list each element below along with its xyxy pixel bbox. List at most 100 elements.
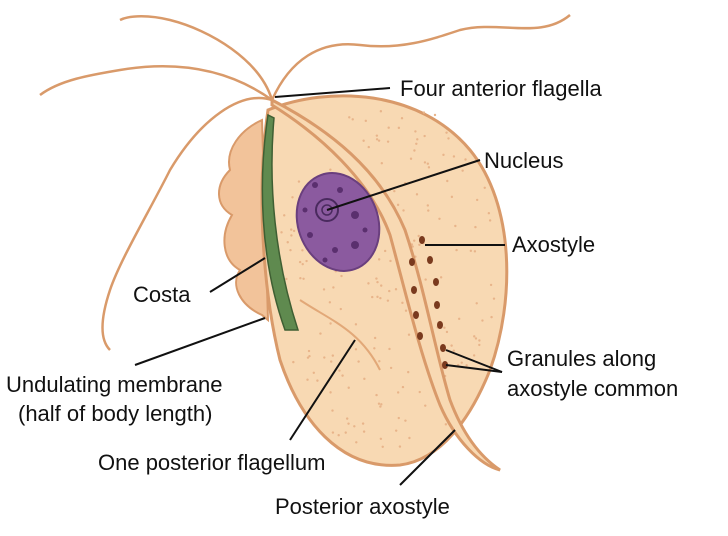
speckle	[373, 336, 377, 340]
speckle	[367, 282, 370, 285]
speckle	[397, 416, 400, 420]
speckle	[375, 277, 378, 280]
speckle	[446, 179, 449, 183]
speckle	[305, 259, 308, 263]
speckle	[354, 323, 358, 326]
speckle	[291, 196, 294, 199]
nucleolus-inner	[321, 204, 333, 216]
speckle	[371, 295, 374, 299]
speckle	[328, 301, 332, 304]
speckle	[386, 299, 390, 302]
speckle	[383, 249, 387, 253]
cell-body	[260, 94, 509, 467]
label-costa: Costa	[133, 282, 191, 307]
speckle	[465, 364, 468, 367]
speckle	[473, 250, 477, 253]
speckle	[322, 288, 326, 291]
speckle	[376, 295, 379, 299]
speckle	[424, 404, 427, 407]
speckle	[461, 169, 464, 172]
speckle	[377, 258, 381, 261]
speckle	[340, 274, 343, 278]
speckle	[387, 126, 390, 129]
speckle	[452, 349, 456, 352]
speckle	[489, 283, 493, 287]
speckle	[445, 330, 449, 334]
label-axostyle: Axostyle	[512, 232, 595, 257]
speckle	[469, 249, 473, 253]
speckle	[413, 239, 416, 242]
speckle	[396, 203, 400, 207]
speckle	[401, 301, 404, 305]
speckle	[378, 360, 381, 363]
speckle	[422, 111, 426, 114]
speckle	[473, 335, 476, 338]
speckle	[423, 161, 427, 164]
speckle	[375, 138, 379, 141]
speckle	[400, 116, 404, 120]
speckle	[301, 262, 304, 266]
speckle	[386, 140, 390, 143]
speckle	[286, 241, 289, 244]
speckle	[474, 225, 477, 229]
label-granules-line2: axostyle common	[507, 376, 678, 401]
speckle	[418, 243, 421, 246]
speckle	[411, 245, 414, 248]
speckle	[344, 431, 347, 434]
speckle	[292, 360, 295, 364]
speckle	[450, 344, 453, 347]
speckle	[330, 360, 333, 363]
speckle	[407, 370, 410, 374]
speckle	[394, 429, 398, 432]
speckle	[331, 354, 335, 357]
speckle	[472, 354, 476, 357]
speckle	[347, 386, 350, 389]
speckle	[464, 158, 467, 161]
speckle	[377, 402, 381, 405]
speckle	[375, 393, 378, 397]
speckle	[475, 198, 479, 202]
label-nucleus: Nucleus	[484, 148, 563, 173]
speckle	[394, 288, 398, 291]
speckle	[415, 193, 419, 196]
speckle	[397, 126, 401, 130]
speckle	[444, 423, 448, 426]
speckle	[289, 248, 292, 252]
speckle	[401, 385, 405, 389]
anterior-flagella	[39, 14, 571, 351]
speckle	[331, 431, 335, 434]
speckle	[423, 134, 426, 138]
speckle	[417, 234, 420, 238]
speckle	[339, 307, 342, 311]
speckle	[290, 234, 293, 237]
speckle	[376, 280, 379, 284]
speckle	[389, 259, 392, 263]
label-posterior-flagellum: One posterior flagellum	[98, 450, 325, 475]
speckle	[283, 214, 286, 217]
speckle	[427, 166, 431, 169]
speckle	[347, 422, 350, 425]
speckle	[398, 445, 402, 448]
speckle	[351, 118, 354, 121]
speckle	[362, 139, 365, 142]
speckle	[380, 162, 384, 165]
speckle	[367, 145, 370, 149]
speckle	[407, 333, 411, 336]
nucleolus	[315, 198, 339, 222]
speckle	[447, 137, 450, 140]
speckle	[353, 425, 356, 428]
speckle	[280, 231, 283, 234]
speckle	[377, 139, 381, 142]
speckle	[389, 366, 393, 370]
costa	[261, 113, 300, 331]
speckle	[426, 162, 430, 165]
speckle	[483, 186, 486, 189]
speckle	[379, 437, 383, 441]
speckle	[297, 180, 301, 183]
speckle	[396, 391, 400, 394]
granules	[409, 236, 448, 369]
speckle	[402, 209, 405, 212]
speckle	[414, 130, 417, 133]
speckle	[292, 229, 296, 233]
speckle	[361, 422, 365, 425]
